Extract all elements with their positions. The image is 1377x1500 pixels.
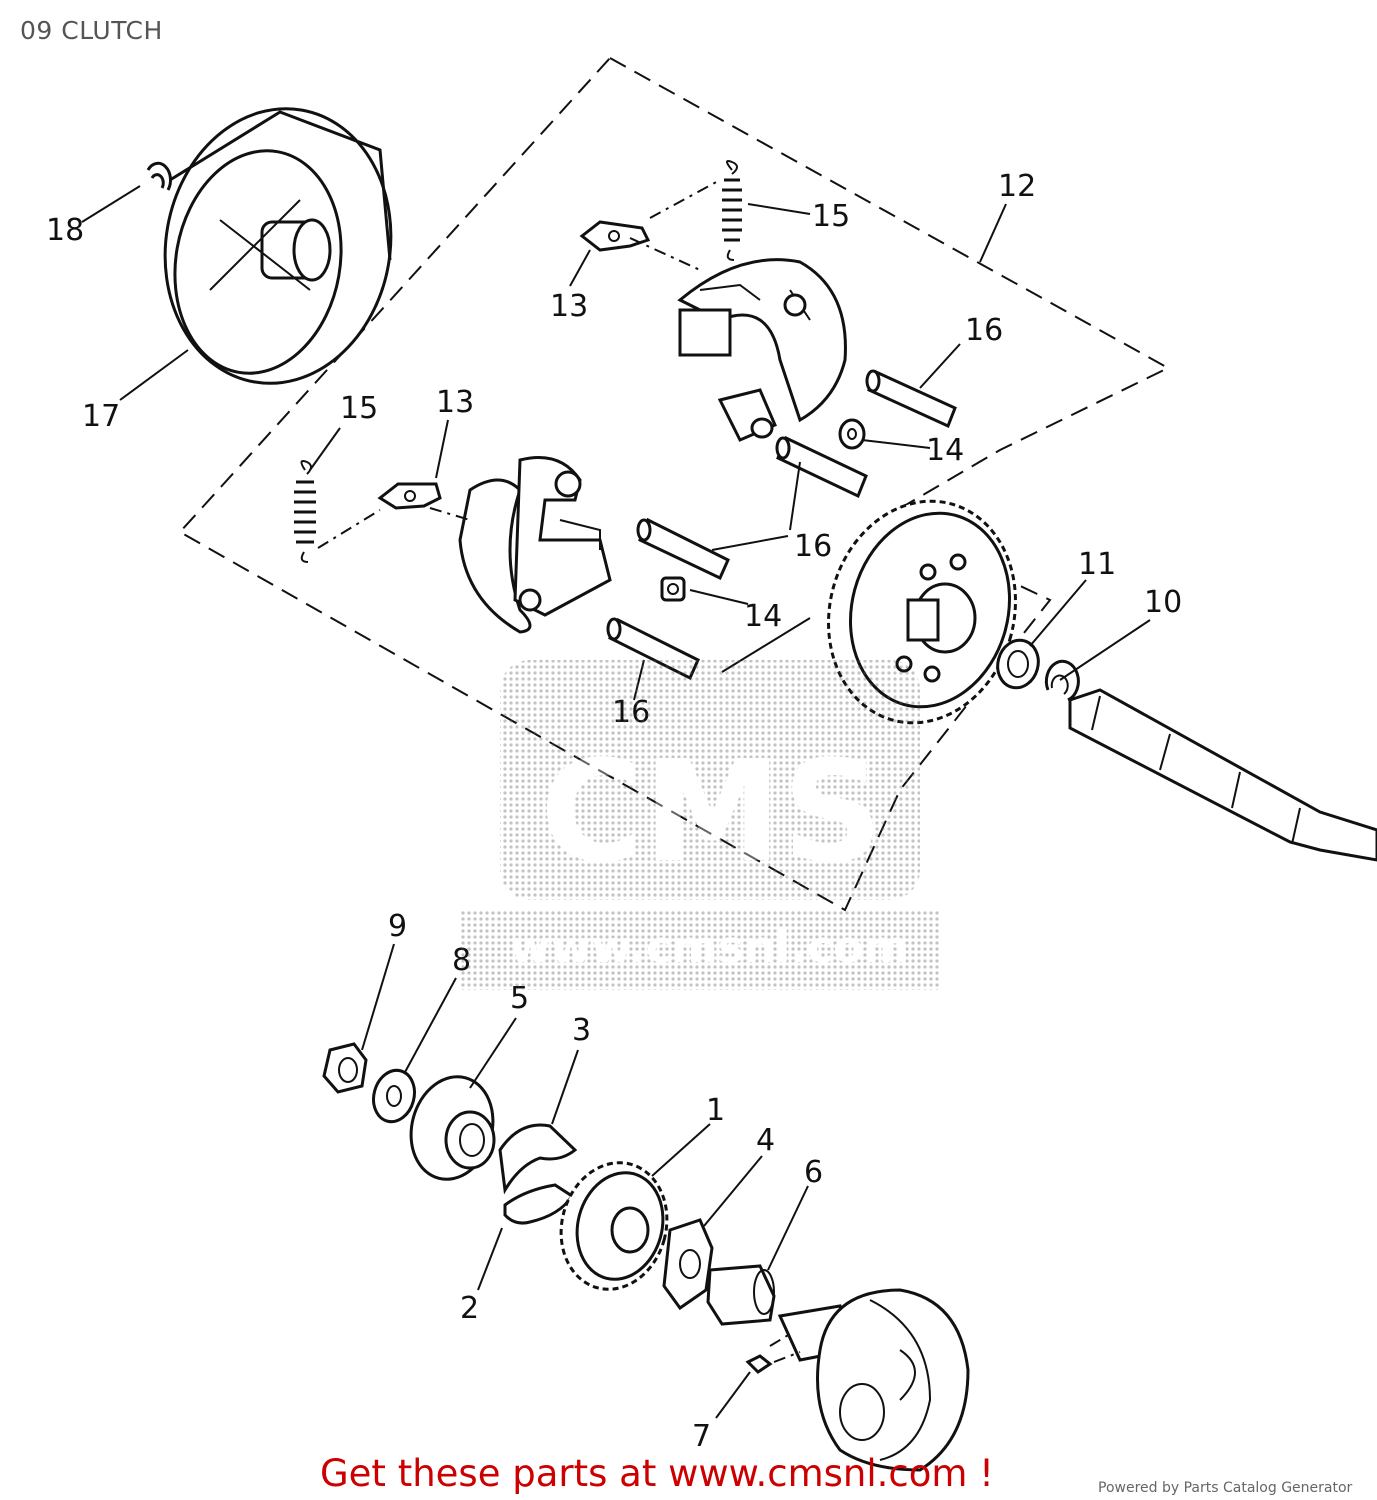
callout-18: 18 [46,213,84,248]
part-8-washer[interactable] [368,1066,420,1127]
callout-16-middle: 16 [794,529,832,564]
callout-14-lower: 14 [744,599,782,634]
part-flywheel[interactable] [777,1288,970,1472]
part-clutch-gear-plate[interactable] [804,480,1040,744]
callout-17: 17 [82,399,120,434]
powered-by-text: Powered by Parts Catalog Generator [1098,1480,1353,1496]
part-crankshaft[interactable] [1068,688,1377,862]
part-1-primary-gear[interactable] [547,1151,681,1302]
part-9-nut[interactable] [322,1042,368,1094]
part-11-washer[interactable] [992,636,1043,693]
get-parts-link[interactable]: Get these parts at www.cmsnl.com ! [320,1452,995,1495]
watermark-brand: CMS [540,731,883,894]
callout-3: 3 [572,1013,591,1048]
callout-13-lower: 13 [436,385,474,420]
guide-line-lower [317,507,471,549]
watermark-url: www.cmsnl.com [510,922,909,973]
part-3-thrust-half-upper[interactable] [498,1123,578,1195]
part-15-spring-lower[interactable] [294,460,316,563]
part-13-plate-lower[interactable] [377,482,442,510]
callout-16-upper: 16 [965,313,1003,348]
part-18-circlip[interactable] [146,161,172,191]
leader-lines [81,185,1151,1419]
callout-10: 10 [1144,585,1182,620]
callout-4: 4 [756,1123,775,1158]
part-13-plate-upper[interactable] [579,220,651,252]
callout-1: 1 [706,1093,725,1128]
part-7-woodruff-key[interactable] [745,1354,773,1374]
callout-13-upper: 13 [550,289,588,324]
clutch-assembly-boundary [178,56,1171,912]
part-clutch-shoe-lower[interactable] [458,456,612,634]
callout-14-upper: 14 [926,433,964,468]
part-16-pin-lower-a[interactable] [636,517,730,581]
part-clutch-shoe-upper[interactable] [677,258,847,442]
part-14-washer-upper[interactable] [838,418,866,450]
part-6-collar[interactable] [706,1264,776,1326]
callout-6: 6 [804,1155,823,1190]
callout-11: 11 [1078,547,1116,582]
part-14-washer-lower[interactable] [660,576,686,602]
part-15-spring-upper[interactable] [722,160,742,261]
guide-line-shaft [769,1333,801,1363]
part-2-thrust-half-lower[interactable] [503,1183,575,1225]
callout-15-upper: 15 [812,199,850,234]
callout-12: 12 [998,169,1036,204]
callout-9: 9 [388,909,407,944]
page-title: 09 CLUTCH [20,16,163,45]
callout-2: 2 [460,1291,479,1326]
part-16-pin-center[interactable] [775,435,868,499]
part-16-pin-right[interactable] [865,369,957,429]
guide-line-upper [629,179,721,271]
part-10-circlip[interactable] [1044,659,1080,702]
callout-15-lower: 15 [340,391,378,426]
part-4-lock-washer[interactable] [662,1218,714,1311]
part-5-hub[interactable] [400,1067,504,1188]
part-17-clutch-drum[interactable] [144,91,413,402]
cms-watermark-logo: CMS www.cmsnl.com [460,660,940,990]
callout-7: 7 [692,1419,711,1454]
